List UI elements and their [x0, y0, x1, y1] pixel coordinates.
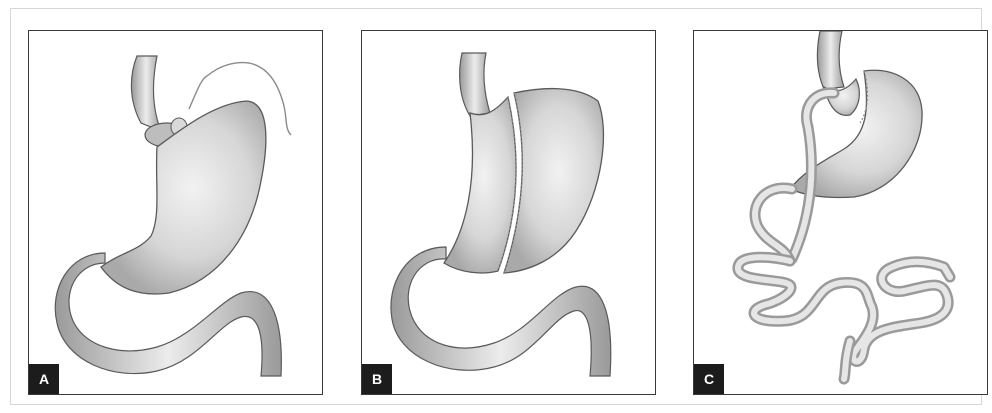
gastric-sleeve	[444, 97, 516, 273]
panel-label-b: B	[362, 364, 392, 394]
gastric-band-illustration	[29, 31, 322, 394]
stomach	[101, 101, 266, 294]
panel-b-sleeve-gastrectomy: B	[361, 30, 656, 395]
removed-stomach-portion	[504, 89, 603, 273]
esophagus	[460, 53, 490, 116]
gastric-bypass-illustration	[694, 31, 987, 394]
panel-label-c: C	[694, 364, 724, 394]
esophagus	[131, 56, 161, 131]
sleeve-gastrectomy-illustration	[362, 31, 655, 394]
panel-label-a: A	[29, 364, 59, 394]
esophagus	[817, 31, 844, 89]
duodenum	[391, 247, 611, 376]
panel-a-gastric-band: A	[28, 30, 323, 395]
panel-c-gastric-bypass: C	[693, 30, 988, 395]
